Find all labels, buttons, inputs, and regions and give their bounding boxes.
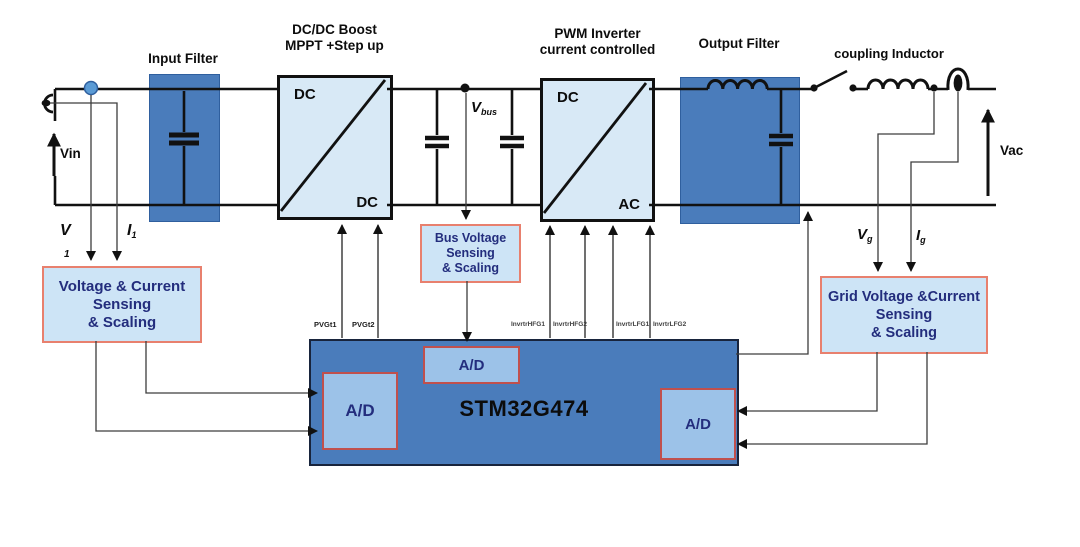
pv-sensing-line2: Sensing <box>92 295 152 313</box>
mcu-title: STM32G474 <box>459 395 589 421</box>
gate-label-pvgt1: PVGt1 <box>314 320 337 329</box>
vbus-node-dot <box>460 83 470 93</box>
input-current-transformer-icon <box>43 93 54 114</box>
vac-label: Vac <box>1000 143 1024 158</box>
vg-label-sub: g <box>867 234 873 244</box>
switch-dot-right <box>849 84 857 92</box>
bus-cap2-plates <box>500 135 524 149</box>
grid-ct-dot <box>953 74 963 92</box>
i1-label-sub: 1 <box>131 230 137 240</box>
vin-label: Vin <box>60 146 81 161</box>
grid-sense-to-adc-line-1 <box>737 352 878 416</box>
dcdc-boost-converter-block: DC DC <box>277 75 393 220</box>
adc-top: A/D <box>423 346 520 384</box>
pv-voltage-node <box>83 80 99 96</box>
vbus-label: Vbus <box>471 99 497 117</box>
coupling-inductor-title: coupling Inductor <box>834 46 944 61</box>
adc-left-label: A/D <box>345 401 375 420</box>
dcdc-output-side-label: DC <box>356 194 378 211</box>
input-ct-dot <box>41 99 51 107</box>
gate-label-invrtrlfg1: InvrtrLFG1 <box>616 321 650 328</box>
i1-label: I1 <box>127 222 136 240</box>
pv-sense-to-adc-line-2 <box>95 341 318 436</box>
grid-sensing-line2: Sensing <box>875 307 933 323</box>
pwm-inverter-title: PWM Inverter current controlled <box>525 26 670 58</box>
vg-label-base: V <box>857 226 868 243</box>
coupling-inductor-coil <box>866 78 930 90</box>
grid-sensing-box: Grid Voltage &Current Sensing & Scaling <box>820 276 988 354</box>
pv-sensing-line1: Voltage & Current <box>58 277 186 295</box>
adc-left: A/D <box>322 372 398 450</box>
v1-label-sub: 1 <box>64 249 70 260</box>
adc-top-label: A/D <box>458 356 485 374</box>
gate-label-invrtrhfg2: InvrtrHFG2 <box>553 321 587 328</box>
pv-sensing-line3: & Scaling <box>87 313 157 331</box>
output-filter-block <box>680 77 800 224</box>
mcu-feedback-line <box>736 211 813 355</box>
pwm-title-line2: current controlled <box>539 42 656 57</box>
inverter-output-side-label: AC <box>618 196 640 213</box>
gate-label-invrtrhfg1: InvrtrHFG1 <box>511 321 545 328</box>
vg-label: Vg <box>857 226 873 244</box>
adc-right: A/D <box>660 388 736 460</box>
gate-label-pvgt2: PVGt2 <box>352 320 375 329</box>
bus-sensing-line3: & Scaling <box>442 261 499 275</box>
pv-sensing-box: Voltage & Current Sensing & Scaling <box>42 266 202 343</box>
grid-sense-to-adc-line-2 <box>737 352 928 449</box>
gate-label-invrtrlfg2: InvrtrLFG2 <box>653 321 687 328</box>
vbus-label-base: V <box>471 99 482 116</box>
grid-sensing-line1: Grid Voltage &Current <box>828 289 980 305</box>
dcdc-title: DC/DC Boost MPPT +Step up <box>262 22 407 54</box>
output-filter-title: Output Filter <box>698 36 780 51</box>
ig-label: Ig <box>916 227 926 245</box>
dcdc-input-side-label: DC <box>294 86 316 103</box>
input-filter-block <box>149 74 220 222</box>
switch-dot-left <box>810 84 818 92</box>
pv-sense-to-adc-line-1 <box>145 341 318 398</box>
bus-sensing-line1: Bus Voltage <box>434 231 507 245</box>
input-filter-title: Input Filter <box>148 51 218 66</box>
dcdc-title-line1: DC/DC Boost <box>292 22 377 37</box>
vbus-label-sub: bus <box>481 107 498 117</box>
grid-current-transformer-icon <box>946 67 970 91</box>
grid-node-dot <box>930 84 938 92</box>
v1-label-base: V <box>60 222 71 239</box>
i1-label-base: I <box>127 222 132 239</box>
pwm-inverter-block: DC AC <box>540 78 655 222</box>
bus-sensing-box: Bus Voltage Sensing & Scaling <box>420 224 521 283</box>
dcdc-title-line2: MPPT +Step up <box>285 38 384 53</box>
pwm-title-line1: PWM Inverter <box>554 26 641 41</box>
ig-label-sub: g <box>920 235 926 245</box>
grid-sensing-line3: & Scaling <box>870 325 938 341</box>
grid-switch-blade <box>815 69 848 89</box>
adc-right-label: A/D <box>685 415 711 433</box>
bus-cap1-plates <box>425 135 449 149</box>
bus-sensing-line2: Sensing <box>446 246 495 260</box>
inverter-input-side-label: DC <box>557 89 579 106</box>
